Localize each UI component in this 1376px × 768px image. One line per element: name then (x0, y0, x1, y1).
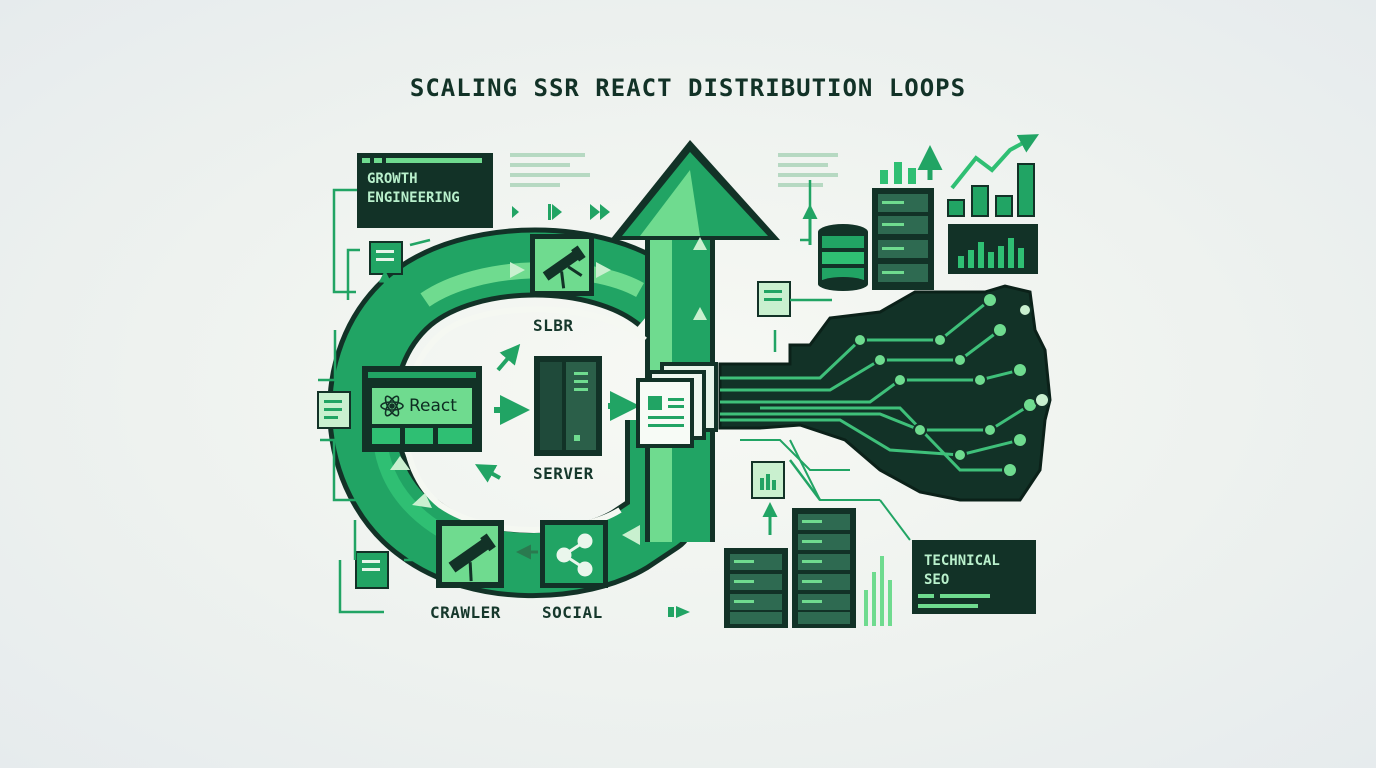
server-icon (534, 356, 602, 456)
bar-chart-icon (864, 556, 892, 626)
slbr-label: SLBR (533, 316, 574, 335)
document-icon (317, 241, 791, 589)
document-icon (636, 362, 718, 448)
growth-engineering-line1: GROWTH (367, 171, 418, 187)
database-icon (818, 224, 868, 291)
server-rack-icon (872, 162, 934, 290)
technical-seo-line2: SEO (924, 572, 950, 588)
crawler-label: CRAWLER (430, 603, 501, 622)
technical-seo-label: TECHNICAL SEO (924, 552, 1000, 590)
social-share-box (540, 520, 608, 588)
growth-engineering-label: GROWTH ENGINEERING (367, 170, 460, 208)
slbr-telescope-box (530, 234, 594, 296)
server-label: SERVER (533, 464, 594, 483)
technical-seo-line1: TECHNICAL (924, 553, 1000, 569)
bar-chart-icon (947, 134, 1040, 217)
react-label: React (409, 396, 457, 416)
circuit-board (718, 284, 1052, 541)
telescope-icon (448, 533, 496, 582)
page-title: SCALING SSR REACT DISTRIBUTION LOOPS (409, 74, 967, 102)
react-app-window (362, 366, 482, 452)
social-label: SOCIAL (542, 603, 603, 622)
crawler-telescope-box (436, 520, 504, 588)
play-chevrons (512, 204, 690, 618)
server-rack-icon (724, 508, 856, 628)
react-icon (380, 395, 404, 417)
growth-engineering-line2: ENGINEERING (367, 190, 460, 206)
growth-engineering-box (357, 153, 493, 228)
bar-chart-icon (948, 224, 1038, 274)
share-icon (556, 533, 593, 577)
technical-seo-box (912, 540, 1036, 614)
text-line-decor (510, 153, 838, 187)
telescope-icon (542, 245, 586, 289)
